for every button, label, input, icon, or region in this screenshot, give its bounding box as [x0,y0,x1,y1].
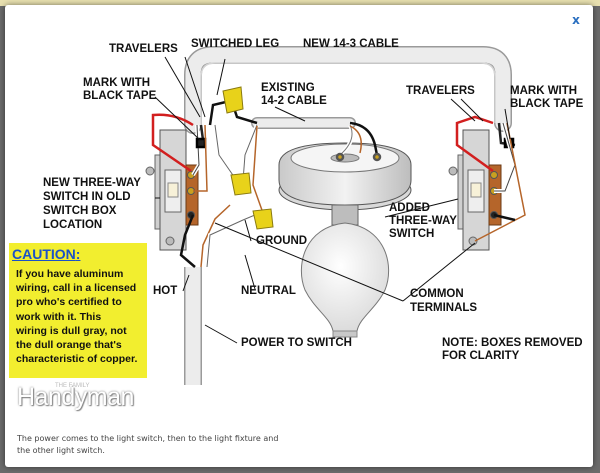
caution-line: characteristic of copper. [16,353,138,366]
label-common-1: COMMON [410,288,464,300]
caution-line: work with it. This [16,310,102,323]
lightbox-modal: x [5,5,593,467]
image-caption: The power comes to the light switch, the… [17,433,317,457]
caution-title-text: CAUTION [12,246,76,262]
label-added-2: THREE-WAY [389,215,457,227]
wiring-illustration [145,46,526,385]
wiring-diagram: TRAVELERS SWITCHED LEG NEW 14-3 CABLE MA… [5,5,593,425]
page-backdrop [0,0,600,6]
close-button[interactable]: x [572,13,580,27]
caution-colon: : [75,246,81,262]
label-travelers-left: TRAVELERS [109,43,178,55]
caution-line: the dull orange that's [16,339,122,352]
label-note-1: NOTE: BOXES REMOVED [442,337,583,349]
label-hot: HOT [153,285,178,297]
caution-line: wiring is dull gray, not [16,324,127,337]
label-new-switch-4: LOCATION [43,219,103,231]
label-note-2: FOR CLARITY [442,350,520,362]
label-mark-tape-left-1: MARK WITH [83,77,151,89]
label-travelers-right: TRAVELERS [406,85,475,97]
caution-body: If you have aluminum wiring, call in a l… [16,267,146,366]
label-power: POWER TO SWITCH [241,337,352,349]
fixture-wires [335,121,382,162]
label-existing-2: 14-2 CABLE [261,95,327,107]
label-new-cable: NEW 14-3 CABLE [303,38,399,50]
label-added-1: ADDED [389,202,430,214]
wire-nuts [222,86,274,230]
label-added-3: SWITCH [389,228,435,240]
label-new-switch-2: SWITCH IN OLD [43,191,131,203]
new-14-3-cable [184,46,512,134]
handyman-logo: Handyman [17,383,134,411]
left-three-way-switch [145,129,199,251]
label-switched-leg: SWITCHED LEG [191,38,280,50]
caution-title: CAUTION: [12,246,80,262]
label-ground: GROUND [256,235,308,247]
caution-line: wiring, call in a licensed [16,282,137,295]
right-three-way-switch [448,129,502,251]
label-new-switch-1: NEW THREE-WAY [43,177,141,189]
caution-line: pro who's certified to [16,296,122,309]
caption-line-2: the other light switch. [17,446,105,455]
caution-line: If you have aluminum [16,268,124,280]
label-existing-1: EXISTING [261,82,315,94]
logo-tagline: THE FAMILY [55,383,90,389]
caution-box: CAUTION: If you have aluminum wiring, ca… [9,243,147,378]
label-common-2: TERMINALS [410,302,478,314]
label-mark-tape-right-1: MARK WITH [510,85,578,97]
label-mark-tape-left-2: BLACK TAPE [83,90,157,102]
light-fixture [278,142,412,338]
caption-line-1: The power comes to the light switch, the… [17,434,279,443]
label-mark-tape-right-2: BLACK TAPE [510,98,584,110]
label-new-switch-3: SWITCH BOX [43,205,117,217]
leader-lines [154,56,511,344]
label-neutral: NEUTRAL [241,285,296,297]
